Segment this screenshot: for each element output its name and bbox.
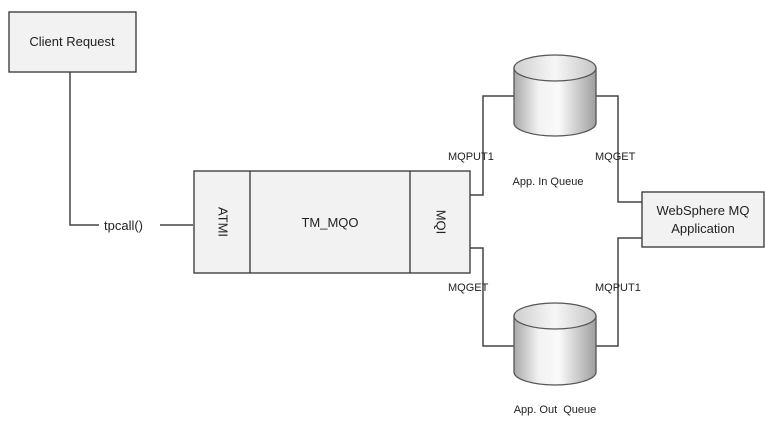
app-out-queue-cylinder xyxy=(513,302,597,386)
app-out-queue-label: App. Out Queue xyxy=(514,404,597,416)
tm-mqo-label: TM_MQO xyxy=(301,215,358,230)
mqput1-in-label: MQPUT1 xyxy=(448,151,494,163)
tpcall-label: tpcall() xyxy=(104,218,143,233)
client-to-tpcall-connector xyxy=(69,72,99,226)
mqget-in-connector xyxy=(596,95,642,203)
mqget-out-label: MQGET xyxy=(448,282,489,294)
websphere-line2: Application xyxy=(671,221,735,236)
tm-mqo-gateway: ATMI TM_MQO MQI xyxy=(193,170,471,274)
mqget-out-connector xyxy=(470,247,514,347)
client-request-label: Client Request xyxy=(29,34,115,49)
websphere-mq-application-node: WebSphere MQ Application xyxy=(641,191,765,248)
mqput1-out-connector xyxy=(596,237,642,347)
mqi-label: MQI xyxy=(434,210,449,235)
mqput1-in-connector xyxy=(470,95,514,196)
mqget-in-label: MQGET xyxy=(595,151,636,163)
client-request-node: Client Request xyxy=(8,11,137,73)
app-in-queue-label: App. In Queue xyxy=(513,176,584,188)
atmi-label: ATMI xyxy=(216,207,231,237)
websphere-line1: WebSphere MQ xyxy=(657,203,750,218)
mqput1-out-label: MQPUT1 xyxy=(595,282,641,294)
app-in-queue-cylinder xyxy=(513,54,597,137)
